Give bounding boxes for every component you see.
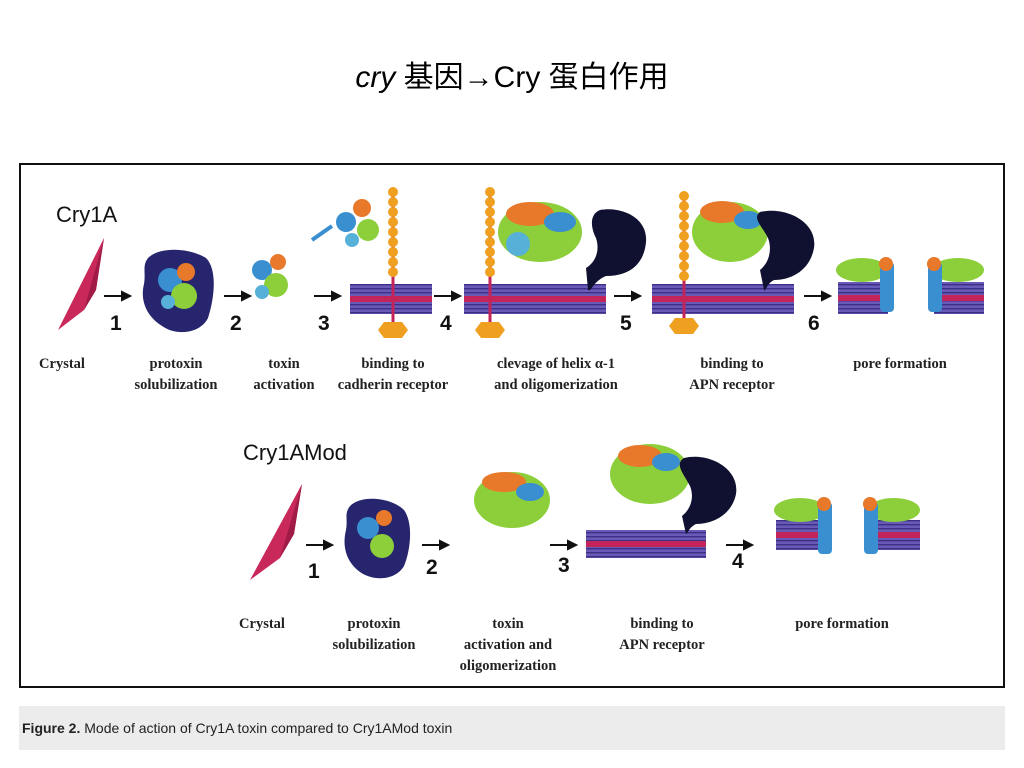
step-number: 1 xyxy=(308,560,320,583)
stage-label: toxin xyxy=(268,356,299,372)
stage-label: activation and xyxy=(464,637,552,653)
apn-receptor-2 xyxy=(757,210,815,291)
pore-top xyxy=(836,257,984,312)
stage-label: oligomerization xyxy=(460,658,557,674)
panel-bottom-label: Cry1AMod xyxy=(243,440,347,465)
apn-receptor-1 xyxy=(586,209,647,291)
stage-label: protoxin xyxy=(150,356,203,372)
stage-label: solubilization xyxy=(135,377,218,393)
step-number: 5 xyxy=(620,312,632,335)
stage-label: APN receptor xyxy=(689,377,775,393)
step-number: 1 xyxy=(110,312,122,335)
slide-title: cry 基因→Cry 蛋白作用 xyxy=(0,52,1024,96)
title-rest: 基因→Cry 蛋白作用 xyxy=(395,61,669,94)
oligomer-cluster-bottom xyxy=(610,444,690,504)
step-number: 4 xyxy=(440,312,452,335)
caption-label: Figure 2. xyxy=(22,720,81,736)
caption-bar xyxy=(19,706,1005,750)
stage-label: solubilization xyxy=(333,637,416,653)
stage-label: protoxin xyxy=(348,616,401,632)
cadherin-receptor-2 xyxy=(475,187,505,338)
pore-bottom xyxy=(774,497,920,554)
panel-top-label: Cry1A xyxy=(56,202,117,227)
step-arrows-top xyxy=(104,290,833,302)
step-arrows-bottom xyxy=(306,539,755,551)
stage-label: binding to xyxy=(361,356,424,372)
crystal-bottom xyxy=(250,484,302,580)
apn-receptor-bottom xyxy=(679,456,737,534)
figure-caption: Figure 2. Mode of action of Cry1A toxin … xyxy=(22,720,452,736)
oligomer-cluster-1 xyxy=(498,202,582,262)
toxin-oligomer-bottom xyxy=(474,472,550,528)
stage-label: clevage of helix α-1 xyxy=(497,356,615,372)
stage-label: pore formation xyxy=(853,356,947,372)
stage-label: Crystal xyxy=(239,616,285,632)
stage-label: toxin xyxy=(492,616,523,632)
oligomer-cluster-2 xyxy=(692,201,768,262)
step-number: 4 xyxy=(732,550,744,573)
membrane-segments-top xyxy=(350,282,984,314)
toxin-activated-top xyxy=(252,254,288,299)
step-number: 2 xyxy=(426,556,438,579)
crystal-top xyxy=(58,238,104,330)
step-number: 3 xyxy=(318,312,330,335)
stage-label: APN receptor xyxy=(619,637,705,653)
stage-label: Crystal xyxy=(39,356,85,372)
stage-label: binding to xyxy=(630,616,693,632)
step-number: 2 xyxy=(230,312,242,335)
stage-label: cadherin receptor xyxy=(338,377,449,393)
protoxin-blob-top xyxy=(142,249,214,333)
step-number: 6 xyxy=(808,312,820,335)
title-gene: cry xyxy=(355,61,396,94)
stage-label: binding to xyxy=(700,356,763,372)
toxin-floating-top xyxy=(310,199,379,247)
stage-label: pore formation xyxy=(795,616,889,632)
stage-label: activation xyxy=(253,377,314,393)
caption-text: Mode of action of Cry1A toxin compared t… xyxy=(80,720,453,736)
step-number: 3 xyxy=(558,554,570,577)
protoxin-blob-bottom xyxy=(344,498,411,579)
stage-label: and oligomerization xyxy=(494,377,618,393)
cadherin-receptor-1 xyxy=(378,187,408,338)
cadherin-receptor-3 xyxy=(669,191,699,334)
